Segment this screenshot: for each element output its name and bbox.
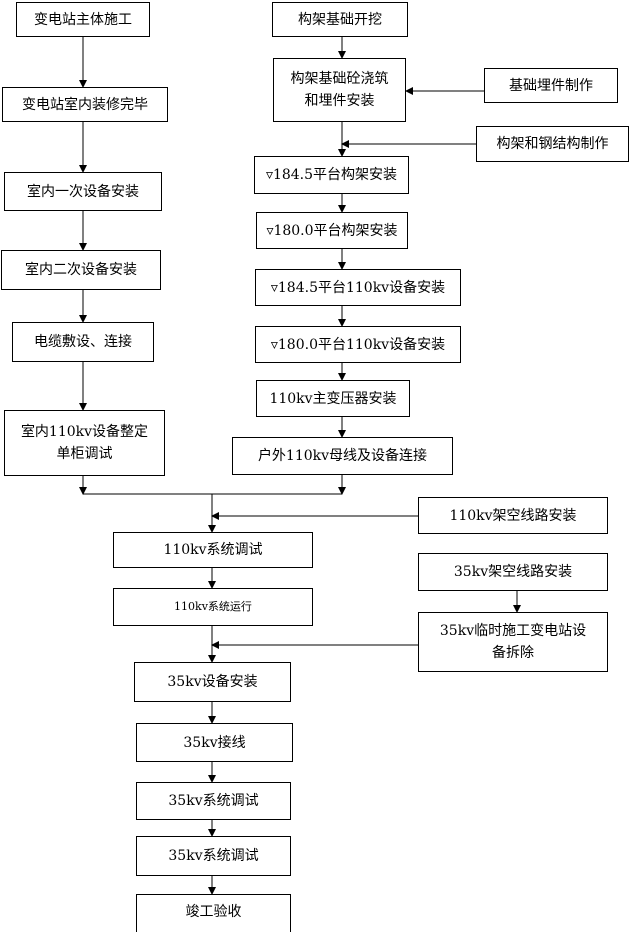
node-outdoor-bus: 户外110kv母线及设备连接 xyxy=(232,437,453,475)
node-cable-laying-label: 电缆敷设、连接 xyxy=(34,334,132,350)
node-indoor-110kv-adjust: 室内110kv设备整定 单柜调试 xyxy=(4,410,165,476)
node-main-transformer-label: 110kv主变压器安装 xyxy=(269,390,397,407)
node-completion: 竣工验收 xyxy=(136,894,291,932)
node-equip-35kv-label: 35kv设备安装 xyxy=(167,674,258,690)
node-wiring-35kv-label: 35kv接线 xyxy=(183,734,246,751)
node-embedded-fab-label: 基础埋件制作 xyxy=(509,77,593,94)
node-equip-1845-label: ▿184.5平台110kv设备安装 xyxy=(270,279,446,296)
node-indoor-110kv-adjust-line1: 室内110kv设备整定 xyxy=(20,424,149,440)
node-main-transformer: 110kv主变压器安装 xyxy=(256,380,410,417)
node-system-test-110kv-label: 110kv系统调试 xyxy=(163,542,263,558)
node-frame-pouring: 构架基础砼浇筑 和埋件安装 xyxy=(273,58,406,122)
node-embedded-fab: 基础埋件制作 xyxy=(484,68,618,103)
node-completion-label: 竣工验收 xyxy=(185,904,242,920)
node-main-construction-label: 变电站主体施工 xyxy=(34,11,132,28)
node-outdoor-bus-label: 户外110kv母线及设备连接 xyxy=(257,448,428,464)
node-frame-excavation: 构架基础开挖 xyxy=(272,2,408,37)
node-system-test-35kv-2: 35kv系统调试 xyxy=(136,836,291,876)
node-steel-fab-label: 构架和钢结构制作 xyxy=(496,136,609,152)
node-indoor-decoration: 变电站室内装修完毕 xyxy=(2,87,168,122)
node-system-test-110kv: 110kv系统调试 xyxy=(113,532,313,568)
node-frame-1800-label: ▿180.0平台构架安装 xyxy=(266,222,398,239)
node-system-test-35kv-1: 35kv系统调试 xyxy=(136,782,291,820)
node-frame-1845: ▿184.5平台构架安装 xyxy=(254,156,409,194)
node-frame-1845-label: ▿184.5平台构架安装 xyxy=(265,167,398,183)
node-equip-1800: ▿180.0平台110kv设备安装 xyxy=(255,326,461,363)
node-steel-fab: 构架和钢结构制作 xyxy=(476,126,629,162)
node-system-run-110kv-label: 110kv系统运行 xyxy=(174,600,252,613)
node-indoor-110kv-adjust-line2: 单柜调试 xyxy=(56,446,113,462)
node-frame-1800: ▿180.0平台构架安装 xyxy=(256,212,408,249)
node-indoor-primary: 室内一次设备安装 xyxy=(4,172,162,211)
node-temp-removal: 35kv临时施工变电站设 备拆除 xyxy=(418,612,608,672)
node-system-test-35kv-1-label: 35kv系统调试 xyxy=(168,793,259,809)
node-system-test-35kv-2-label: 35kv系统调试 xyxy=(168,848,259,864)
node-overhead-110kv: 110kv架空线路安装 xyxy=(418,497,608,534)
node-frame-pouring-line2: 和埋件安装 xyxy=(304,93,375,109)
node-indoor-primary-label: 室内一次设备安装 xyxy=(27,183,139,200)
node-overhead-110kv-label: 110kv架空线路安装 xyxy=(449,507,577,524)
node-frame-pouring-line1: 构架基础砼浇筑 xyxy=(290,71,389,87)
node-main-construction: 变电站主体施工 xyxy=(16,2,150,37)
node-equip-1845: ▿184.5平台110kv设备安装 xyxy=(255,269,461,306)
node-overhead-35kv: 35kv架空线路安装 xyxy=(418,553,608,591)
node-wiring-35kv: 35kv接线 xyxy=(136,723,293,762)
node-overhead-35kv-label: 35kv架空线路安装 xyxy=(453,564,573,580)
node-equip-1800-label: ▿180.0平台110kv设备安装 xyxy=(270,336,446,353)
node-indoor-decoration-label: 变电站室内装修完毕 xyxy=(22,96,148,113)
node-indoor-secondary: 室内二次设备安装 xyxy=(1,250,161,290)
node-temp-removal-line1: 35kv临时施工变电站设 xyxy=(439,623,587,639)
node-system-run-110kv: 110kv系统运行 xyxy=(113,588,313,626)
node-indoor-secondary-label: 室内二次设备安装 xyxy=(25,262,137,278)
node-temp-removal-line2: 备拆除 xyxy=(492,645,534,661)
node-cable-laying: 电缆敷设、连接 xyxy=(12,322,154,362)
node-frame-excavation-label: 构架基础开挖 xyxy=(298,11,382,28)
node-equip-35kv: 35kv设备安装 xyxy=(134,662,291,702)
